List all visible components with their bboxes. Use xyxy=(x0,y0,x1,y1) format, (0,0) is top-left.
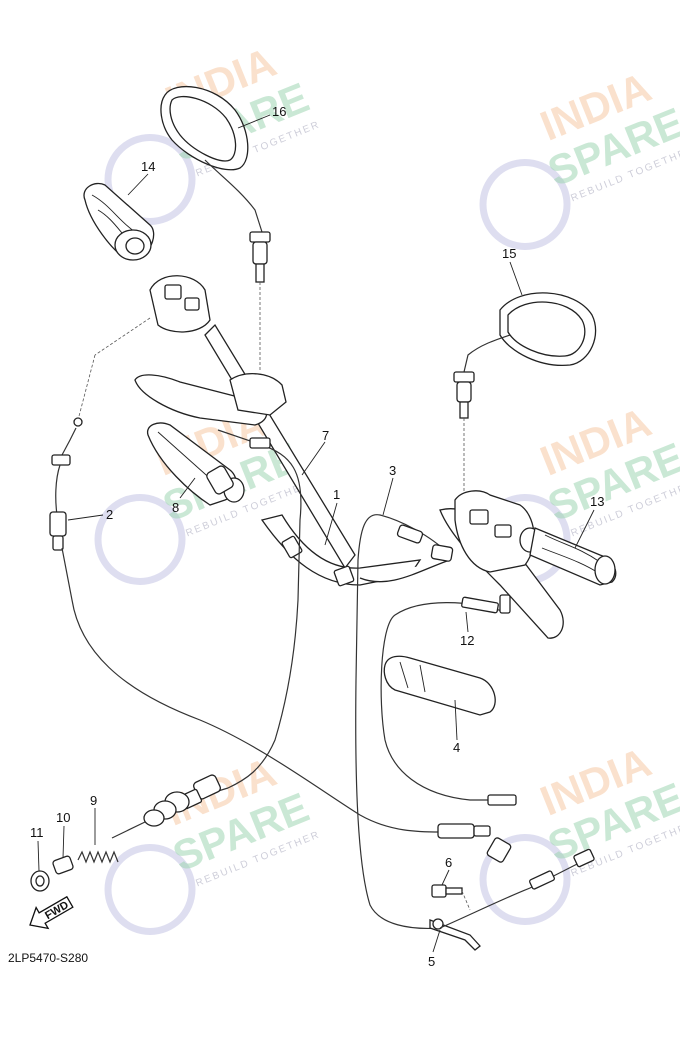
svg-text:1: 1 xyxy=(333,487,340,502)
callout-7: 7 xyxy=(301,428,329,476)
adjuster-nut-part xyxy=(52,855,74,875)
throttle-cable-part xyxy=(217,429,302,789)
clutch-cable-part xyxy=(49,417,491,839)
fwd-label: FWD xyxy=(43,899,71,922)
callout-8: 8 xyxy=(172,477,196,515)
callout-5: 5 xyxy=(428,929,441,969)
svg-text:8: 8 xyxy=(172,500,179,515)
callout-1: 1 xyxy=(324,487,340,546)
svg-text:2: 2 xyxy=(106,507,113,522)
svg-text:13: 13 xyxy=(590,494,604,509)
clutch-lever-part xyxy=(134,373,287,426)
svg-text:3: 3 xyxy=(389,463,396,478)
cable-12-part xyxy=(380,602,506,801)
watermark-top-right: INDIA SPARE REBUILD TOGETHER xyxy=(479,63,680,250)
mirror-right-part xyxy=(453,292,597,419)
callout-6: 6 xyxy=(441,855,452,886)
svg-text:7: 7 xyxy=(322,428,329,443)
fwd-arrow-icon: FWD xyxy=(29,895,74,930)
svg-text:12: 12 xyxy=(460,633,474,648)
callout-12: 12 xyxy=(460,611,474,648)
drawing-code: 2LP5470-S280 xyxy=(8,951,88,965)
svg-text:6: 6 xyxy=(445,855,452,870)
throttle-adjuster-assembly xyxy=(111,774,229,839)
cable-lower-right-part xyxy=(439,859,586,929)
callout-3: 3 xyxy=(382,463,396,516)
svg-text:5: 5 xyxy=(428,954,435,969)
svg-text:16: 16 xyxy=(272,104,286,119)
mirror-left-part xyxy=(160,85,271,283)
callout-15: 15 xyxy=(502,246,523,296)
callout-10: 10 xyxy=(56,810,70,859)
right-switch-housing-part xyxy=(454,490,535,573)
svg-text:15: 15 xyxy=(502,246,516,261)
callout-9: 9 xyxy=(90,793,97,845)
svg-text:10: 10 xyxy=(56,810,70,825)
callout-13: 13 xyxy=(574,494,604,549)
callout-2: 2 xyxy=(67,507,113,522)
cable-clamp-part xyxy=(429,918,481,951)
left-switch-housing-part xyxy=(149,275,211,333)
svg-text:4: 4 xyxy=(453,740,460,755)
locknut-part xyxy=(30,870,50,892)
svg-text:11: 11 xyxy=(30,825,44,840)
brake-cable-part xyxy=(355,514,451,929)
callout-14: 14 xyxy=(127,159,155,196)
callout-4: 4 xyxy=(453,699,460,755)
bolt-part xyxy=(431,884,463,898)
svg-text:14: 14 xyxy=(141,159,155,174)
throttle-grip-part xyxy=(146,422,245,506)
callout-11: 11 xyxy=(30,825,44,872)
grip-right-part xyxy=(519,527,617,586)
grip-cover-part xyxy=(383,655,496,716)
callout-16: 16 xyxy=(237,104,286,129)
svg-text:9: 9 xyxy=(90,793,97,808)
grip-left-part xyxy=(83,182,155,261)
spring-part xyxy=(77,850,119,864)
